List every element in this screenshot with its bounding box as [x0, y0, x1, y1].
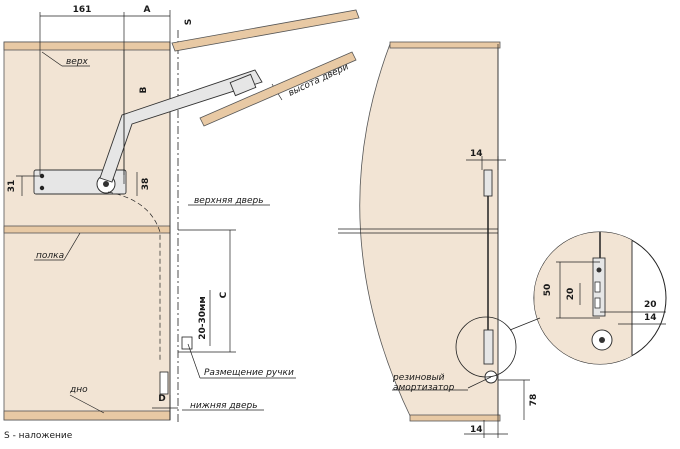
dim-S: S — [184, 19, 194, 25]
dim-14-top: 14 — [470, 149, 483, 159]
label-damper-1: резиновый — [392, 373, 445, 383]
leader-damper — [467, 376, 492, 389]
dim-20-vertical: 20 — [566, 288, 576, 301]
right-bottom-edge — [409, 414, 501, 422]
detail-damper-center — [599, 337, 605, 343]
dim-14-bot: 14 — [470, 425, 483, 435]
label-handle: Размещение ручки — [204, 368, 294, 378]
dim-A: A — [144, 5, 151, 15]
label-damper-2: амортизатор — [393, 383, 455, 393]
dim-20-horizontal: 20 — [644, 300, 657, 310]
opened-lower-door-position — [199, 51, 357, 127]
label-bottom: дно — [69, 385, 88, 395]
pivot-center — [103, 181, 109, 187]
top-board — [3, 41, 171, 51]
mount-screw-2 — [39, 185, 45, 191]
mount-screw-1 — [39, 173, 45, 179]
door-swing-area — [359, 43, 499, 421]
leader-handle — [187, 343, 201, 379]
lower-door-stop — [159, 371, 169, 395]
dim-78: 78 — [529, 394, 539, 407]
leader-shelf — [63, 232, 81, 261]
detail-content — [534, 232, 633, 364]
legend-overlay: S - наложение — [4, 431, 73, 441]
dim-B: B — [139, 86, 149, 93]
detail-slot-2 — [594, 297, 601, 309]
arm-door-bracket — [229, 73, 257, 97]
dim-38: 38 — [141, 178, 151, 191]
dim-20-30mm: 20-30мм — [198, 296, 208, 340]
bottom-board — [3, 410, 171, 421]
opened-upper-door — [171, 9, 360, 52]
right-front-view: 14 78 14 резиновый амортизатор — [338, 41, 667, 438]
leader-top — [41, 51, 63, 67]
dim-D: D — [158, 394, 165, 404]
label-shelf: полка — [36, 251, 64, 261]
detail-screw-1 — [596, 267, 602, 273]
label-upper-door: верхняя дверь — [194, 196, 264, 206]
detail-source-circle — [455, 316, 517, 378]
right-mechanism-bottom — [483, 329, 494, 365]
label-lower-door: нижняя дверь — [190, 401, 258, 411]
handle-marker — [181, 336, 193, 350]
dim-14-detail: 14 — [644, 313, 657, 323]
dim-50: 50 — [543, 284, 553, 297]
shelf-board — [3, 225, 171, 234]
dim-161: 161 — [73, 5, 92, 15]
detail-slot-1 — [594, 281, 601, 293]
right-top-edge — [389, 41, 501, 49]
leader-bottom — [69, 394, 105, 414]
dim-C: C — [219, 291, 229, 298]
detail-connector — [509, 317, 541, 331]
detail-panel — [534, 232, 633, 364]
dim-31: 31 — [7, 180, 17, 193]
left-cabinet-view: 161 A S B 31 38 C 20-30мм D верх верхняя… — [3, 5, 360, 441]
right-mechanism-top — [483, 169, 493, 197]
label-top: верх — [66, 57, 89, 67]
arm-travel-path — [107, 191, 161, 360]
